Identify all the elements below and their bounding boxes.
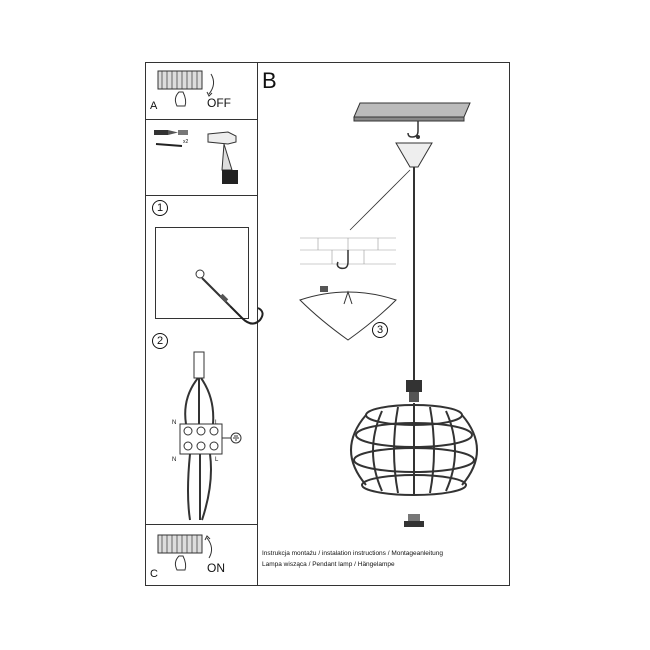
step-a-label: A	[150, 100, 158, 112]
footer-line-2: Lampa wisząca / Pendant lamp / Hängelamp…	[262, 561, 395, 568]
left-steps-column	[145, 62, 258, 586]
wiring-diagram	[179, 351, 242, 521]
pendant-lamp-drawing	[349, 102, 478, 527]
quantity-label: x2	[183, 139, 189, 145]
canopy-detail-inset	[299, 237, 397, 341]
step-c-on-label: ON	[207, 561, 225, 575]
step-2-marker: 2	[152, 333, 168, 349]
step-3-marker: 3	[372, 322, 388, 338]
step-a-terminal-icon	[157, 70, 215, 107]
step-a-panel	[145, 62, 258, 120]
step-b-label: B	[262, 68, 277, 93]
step-c-terminal-icon	[157, 534, 213, 571]
ceiling-hook-drawing	[195, 269, 264, 325]
step-1-marker: 1	[152, 200, 168, 216]
tools-panel	[145, 120, 258, 196]
footer-line-1: Instrukcja montażu / instalation instruc…	[262, 550, 444, 557]
step-c-label: C	[150, 568, 158, 580]
wire-bottom-l: L	[215, 457, 219, 463]
instruction-sheet	[145, 62, 510, 586]
ceiling-panel	[155, 227, 249, 319]
wire-top-n: N	[172, 420, 177, 426]
step-a-off-label: OFF	[207, 96, 231, 110]
tools-icon	[154, 130, 238, 184]
wire-bottom-n: N	[172, 457, 177, 463]
wire-top-l: L	[215, 420, 219, 426]
step-c-panel	[145, 524, 258, 586]
